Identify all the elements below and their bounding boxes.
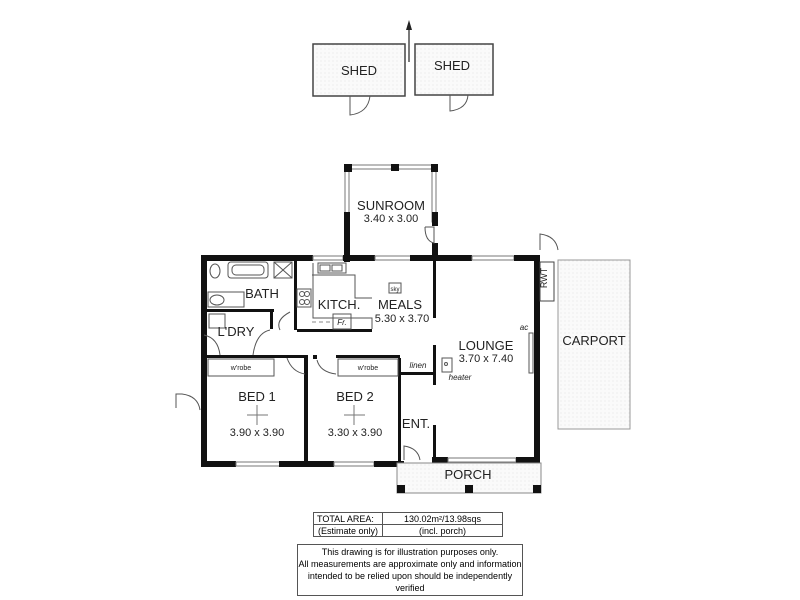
bed1-label: BED 1 bbox=[238, 389, 276, 404]
ceiling-fan-icon bbox=[247, 405, 268, 425]
kitchen: Fr. KITCH. bbox=[296, 262, 373, 330]
bath: BATH bbox=[207, 261, 293, 308]
bed2-label: BED 2 bbox=[336, 389, 374, 404]
meals-dims: 5.30 x 3.70 bbox=[375, 313, 429, 325]
ceiling-fan-icon bbox=[344, 405, 365, 425]
sunroom: SUNROOM 3.40 x 3.00 bbox=[344, 164, 438, 262]
total-area-label: TOTAL AREA: bbox=[313, 512, 383, 525]
rwt-label: RWT bbox=[539, 267, 549, 288]
lounge-label: LOUNGE bbox=[459, 338, 514, 353]
lounge-dims: 3.70 x 7.40 bbox=[459, 353, 513, 365]
rainwater-tank: RWT bbox=[539, 261, 555, 302]
disclaimer-line-2: All measurements are approximate only an… bbox=[298, 559, 522, 569]
bed1-dims: 3.90 x 3.90 bbox=[230, 427, 284, 439]
shed-left-label: SHED bbox=[341, 63, 377, 78]
linen: linen bbox=[410, 361, 427, 370]
north-arrow-icon bbox=[406, 20, 412, 62]
lounge: LOUNGE 3.70 x 7.40 heater ac bbox=[441, 323, 534, 382]
meals-label: MEALS bbox=[378, 297, 422, 312]
total-area-value: 130.02m²/13.98sqs bbox=[382, 512, 503, 525]
disclaimer-line-3: intended to be relied upon should be ind… bbox=[307, 571, 513, 593]
disclaimer-line-1: This drawing is for illustration purpose… bbox=[321, 547, 499, 557]
ac-label: ac bbox=[520, 323, 528, 332]
estimate-label: (Estimate only) bbox=[313, 524, 383, 537]
bed2-dims: 3.30 x 3.90 bbox=[328, 427, 382, 439]
shed-right: SHED bbox=[414, 43, 494, 112]
carport-label: CARPORT bbox=[562, 333, 625, 348]
bed1: w'robe BED 1 3.90 x 3.90 bbox=[207, 358, 284, 439]
porch-label: PORCH bbox=[445, 467, 492, 482]
laundry: L'DRY bbox=[208, 313, 255, 339]
heater-label: heater bbox=[449, 373, 472, 382]
shed-right-label: SHED bbox=[434, 58, 470, 73]
laundry-label: L'DRY bbox=[218, 324, 255, 339]
entry: ENT. bbox=[402, 416, 430, 431]
sunroom-label: SUNROOM bbox=[357, 198, 425, 213]
porch: PORCH bbox=[396, 462, 542, 494]
meals: sky MEALS 5.30 x 3.70 bbox=[375, 282, 429, 325]
linen-label: linen bbox=[410, 361, 427, 370]
entry-label: ENT. bbox=[402, 416, 430, 431]
area-table: TOTAL AREA: 130.02m²/13.98sqs (Estimate … bbox=[313, 512, 503, 537]
fridge-label: Fr. bbox=[337, 318, 346, 327]
skylight-label: sky bbox=[391, 287, 400, 293]
shed-left: SHED bbox=[312, 43, 406, 116]
disclaimer-box: This drawing is for illustration purpose… bbox=[297, 544, 523, 596]
house-walls bbox=[175, 233, 559, 467]
sunroom-dims: 3.40 x 3.00 bbox=[364, 213, 418, 225]
bed1-wardrobe-label: w'robe bbox=[230, 365, 252, 372]
bath-label: BATH bbox=[245, 286, 279, 301]
internal-walls bbox=[203, 258, 436, 466]
kitchen-label: KITCH. bbox=[318, 297, 361, 312]
carport: CARPORT bbox=[557, 259, 631, 430]
bed2-wardrobe-label: w'robe bbox=[357, 365, 379, 372]
incl-porch-note: (incl. porch) bbox=[382, 524, 503, 537]
bed2: w'robe BED 2 3.30 x 3.90 bbox=[328, 358, 399, 439]
